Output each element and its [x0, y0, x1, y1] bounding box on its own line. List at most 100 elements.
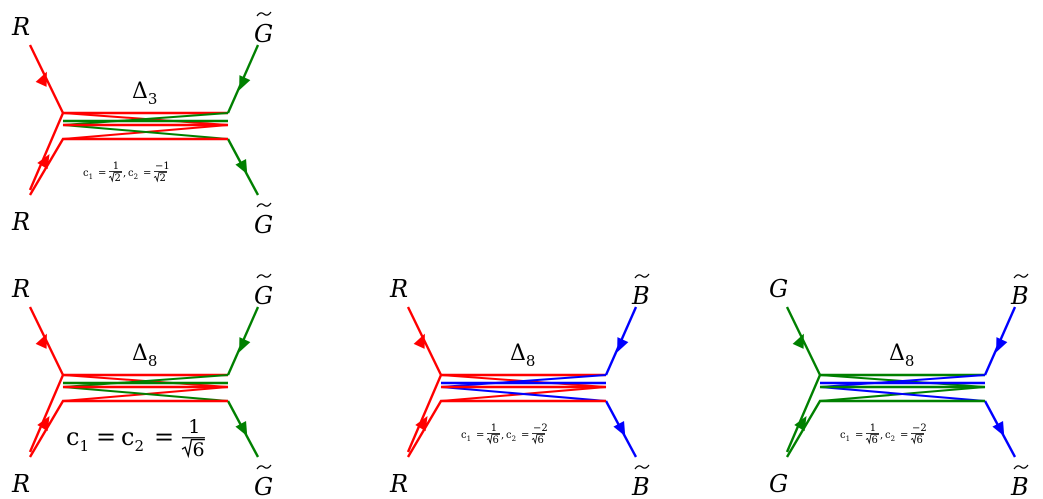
coef-c1-value: 12: [108, 161, 122, 184]
tilde-icon: [256, 202, 272, 208]
label-bottom-right: G: [254, 211, 273, 239]
crossing-line-right: [62, 112, 229, 126]
label-top-left: G: [769, 275, 788, 303]
fraction-denominator: 2: [160, 173, 166, 184]
label-top-right: B: [1010, 282, 1029, 310]
coefficients: c1=16,c2=−26: [461, 423, 548, 446]
coef-c1: c1: [83, 168, 93, 181]
fraction-denominator: 2: [115, 173, 121, 184]
sqrt-icon: [486, 434, 500, 445]
coef-c2-value: −12: [153, 161, 170, 184]
fraction-denominator: 6: [917, 435, 923, 446]
coefficients: c1=c2=16: [66, 416, 205, 461]
arrow-icon: [37, 153, 50, 170]
label-top-right: B: [631, 282, 650, 310]
equals-sign: =: [476, 430, 484, 441]
coef-c1: c1: [461, 430, 471, 443]
sqrt-icon: [865, 434, 879, 445]
crossing-line-right: [819, 386, 986, 402]
fraction-numerator: 1: [491, 423, 497, 434]
sqrt-icon: [910, 434, 924, 445]
lower-left-line: [28, 399, 228, 458]
coupling-label: Δ3: [132, 79, 157, 108]
equals-sign: =: [96, 423, 116, 451]
label-top-left: R: [11, 13, 30, 41]
lower-left-line: [785, 399, 985, 458]
equals-sign: =: [900, 430, 908, 441]
coupling-label: Δ8: [889, 341, 914, 370]
fraction-denominator: 6: [493, 435, 499, 446]
tilde-icon: [1013, 273, 1029, 279]
lower-left-line: [406, 399, 606, 458]
arrow-icon: [35, 71, 47, 87]
crossing-line-right: [440, 374, 607, 388]
crossing-line-right: [819, 374, 986, 388]
coef-c2: c2: [885, 430, 895, 443]
arrow-icon: [996, 337, 1008, 353]
arrow-icon: [992, 421, 1005, 437]
fraction-numerator: −2: [912, 423, 927, 434]
coef-c1-value: 16: [486, 423, 500, 446]
coefficients: c1=12,c2=−12: [83, 161, 170, 184]
tilde-icon: [634, 464, 650, 470]
label-bottom-right: G: [254, 473, 273, 499]
coef-c2: c2: [506, 430, 516, 443]
crossing-line-right: [62, 374, 229, 388]
tilde-icon: [256, 11, 272, 17]
fraction-denominator: 6: [872, 435, 878, 446]
tilde-icon: [634, 273, 650, 279]
label-top-left: R: [389, 275, 408, 303]
coupling-label: Δ8: [132, 341, 157, 370]
coef-c2: c2: [128, 168, 138, 181]
arrow-icon: [235, 159, 248, 175]
arrow-icon: [235, 421, 248, 437]
arrow-icon: [613, 421, 626, 437]
equals-sign: =: [521, 430, 529, 441]
label-bottom-right: B: [631, 473, 650, 499]
fraction-numerator: 1: [188, 416, 200, 438]
coef-c1: c1: [66, 423, 89, 455]
coef-value: 16: [181, 416, 205, 461]
label-bottom-right: B: [1010, 473, 1029, 499]
arrow-icon: [794, 415, 807, 432]
label-bottom-left: R: [389, 470, 408, 498]
arrow-icon: [617, 337, 629, 353]
label-top-right: G: [254, 282, 273, 310]
equals-sign: =: [98, 168, 106, 179]
equals-sign: =: [143, 168, 151, 179]
fraction-numerator: 1: [870, 423, 876, 434]
tilde-icon: [256, 464, 272, 470]
coef-c2: c2: [121, 423, 144, 455]
arrow-icon: [239, 337, 251, 353]
coupling-label: Δ8: [510, 341, 535, 370]
sqrt-icon: [531, 434, 545, 445]
label-bottom-left: G: [769, 470, 788, 498]
arrow-icon: [792, 333, 804, 349]
coefficients: c1=16,c2=−26: [840, 423, 927, 446]
sqrt-icon: [108, 172, 122, 183]
label-top-right: G: [254, 20, 273, 48]
fraction-denominator: 6: [538, 435, 544, 446]
comma: ,: [501, 430, 504, 441]
tilde-icon: [256, 273, 272, 279]
coef-c1-value: 16: [865, 423, 879, 446]
equals-sign: =: [154, 423, 174, 451]
arrow-icon: [415, 415, 428, 432]
comma: ,: [123, 168, 126, 179]
lower-left-line: [28, 137, 228, 196]
fraction-numerator: −2: [533, 423, 548, 434]
label-top-left: R: [11, 275, 30, 303]
label-bottom-left: R: [11, 208, 30, 236]
crossing-line-right: [440, 386, 607, 402]
coef-c2-value: −26: [910, 423, 927, 446]
coef-c1: c1: [840, 430, 850, 443]
fraction-numerator: −1: [155, 161, 170, 172]
fraction-denominator: 6: [192, 439, 204, 461]
fraction-numerator: 1: [113, 161, 119, 172]
arrow-icon: [413, 333, 425, 349]
